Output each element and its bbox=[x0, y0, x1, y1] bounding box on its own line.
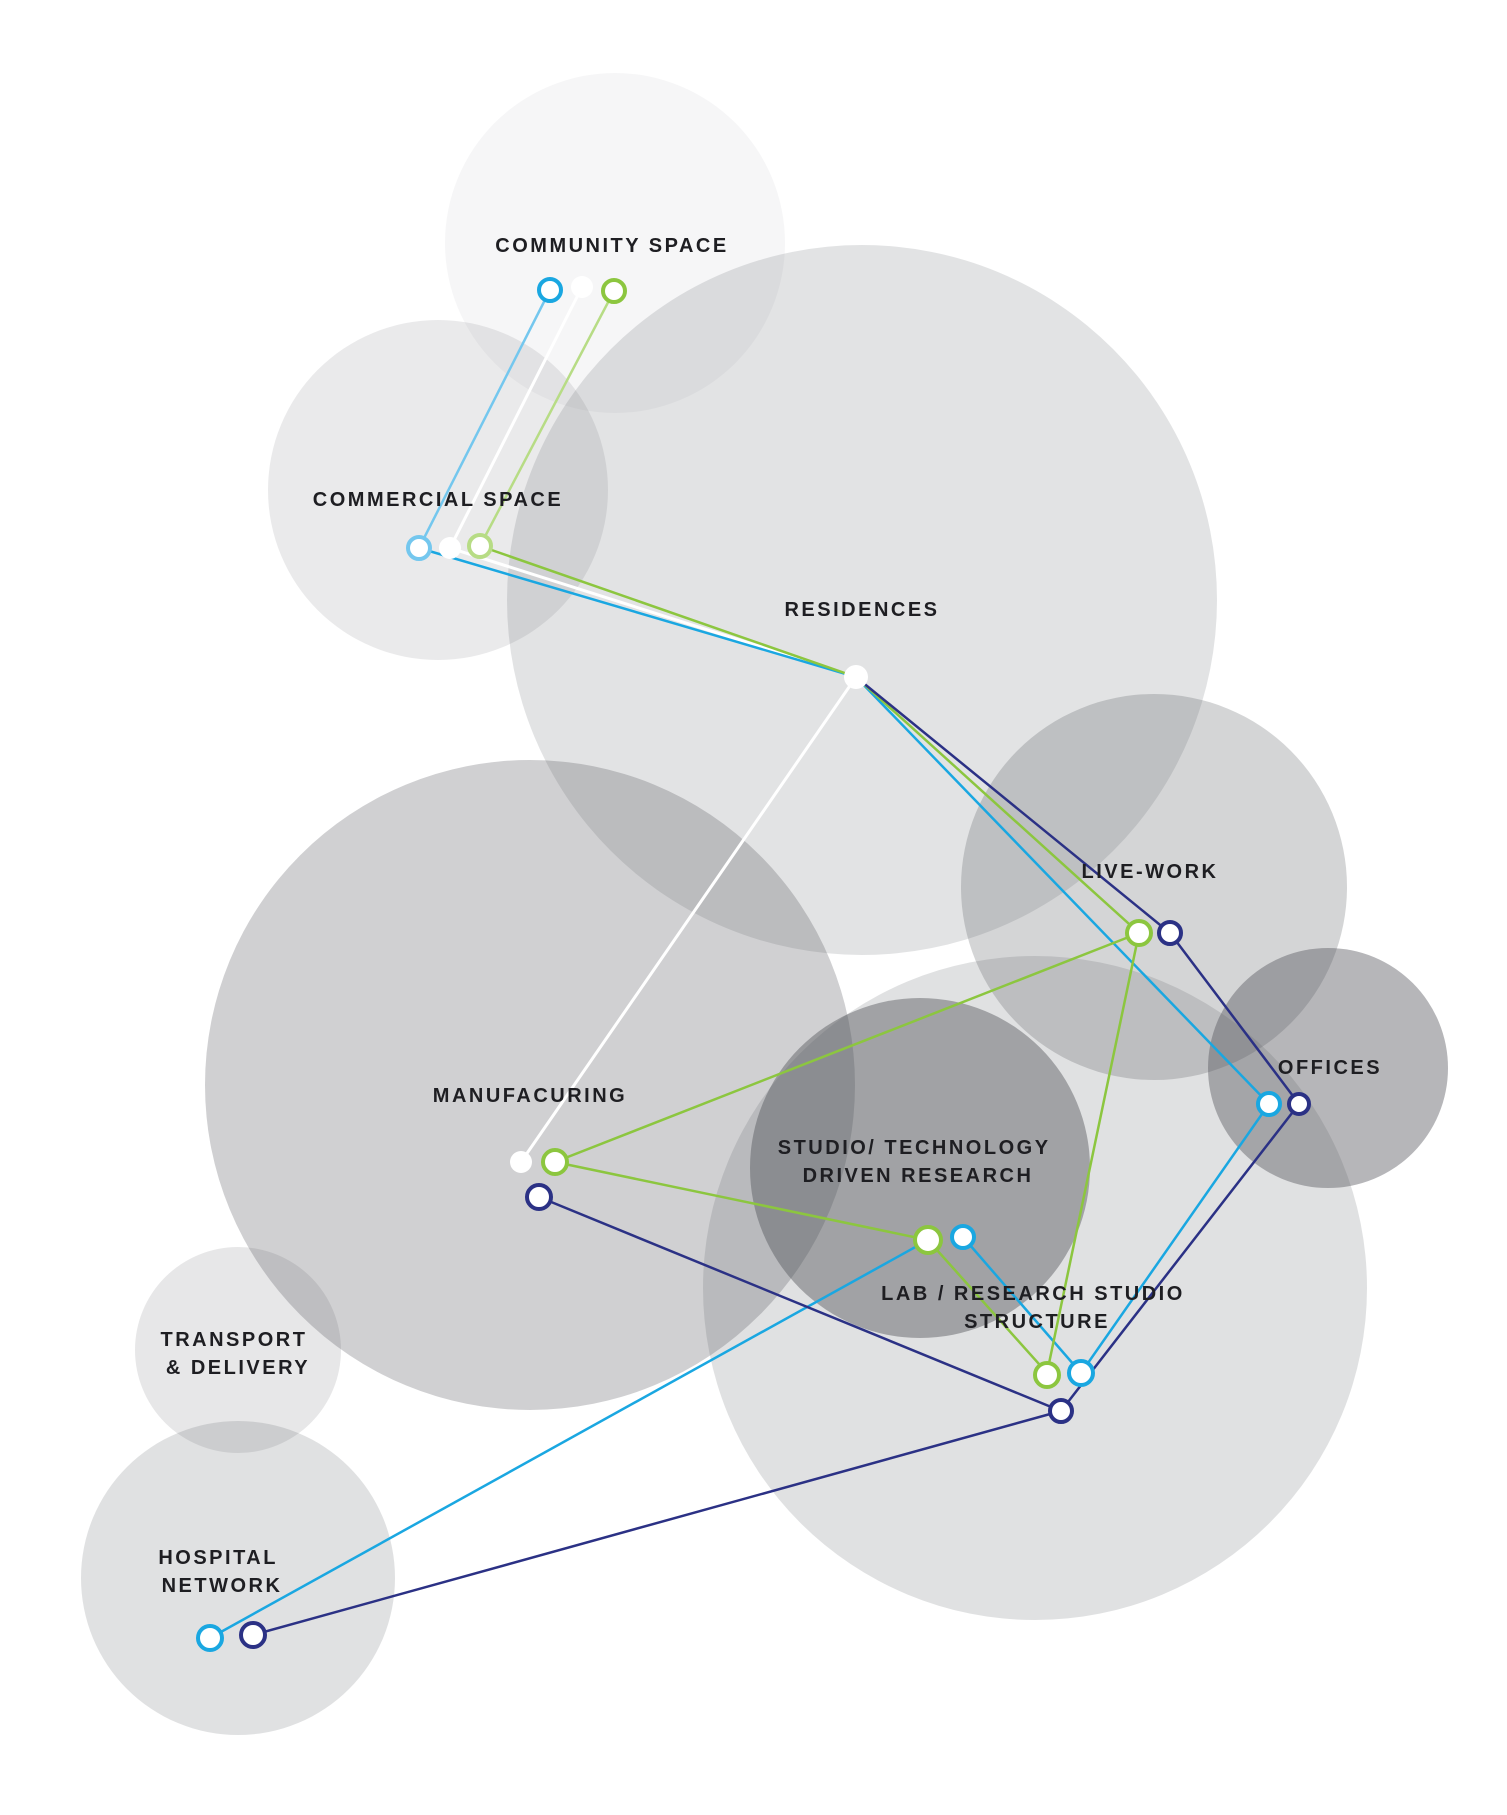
node-commercial-green bbox=[467, 533, 493, 559]
label-lab-line-2: STRUCTURE bbox=[964, 1311, 1110, 1333]
label-hospital-line-1: HOSPITAL bbox=[158, 1547, 277, 1569]
zone-residences-circle bbox=[507, 245, 1217, 955]
label-community-line-1: COMMUNITY SPACE bbox=[495, 235, 728, 257]
zone-offices-circle bbox=[1208, 948, 1448, 1188]
label-manufacturing-line-1: MANUFACURING bbox=[433, 1085, 627, 1107]
zone-circles bbox=[81, 73, 1448, 1735]
label-residences: RESIDENCES bbox=[784, 599, 939, 621]
zone-labels: COMMUNITY SPACE COMMERCIAL SPACE RESIDEN… bbox=[158, 235, 1382, 1597]
zone-hospital-circle bbox=[81, 1421, 395, 1735]
zone-transport-circle bbox=[135, 1247, 341, 1453]
label-lab-line-1: LAB / RESEARCH STUDIO bbox=[881, 1283, 1185, 1305]
node-commercial-lightblue bbox=[406, 535, 432, 561]
node-manufacturing-navy bbox=[525, 1183, 553, 1211]
label-community-space: COMMUNITY SPACE bbox=[495, 235, 728, 257]
node-livework-green bbox=[1125, 919, 1153, 947]
label-studio-line-1: STUDIO/ TECHNOLOGY bbox=[778, 1137, 1050, 1159]
label-offices: OFFICES bbox=[1278, 1057, 1382, 1079]
label-offices-line-1: OFFICES bbox=[1278, 1057, 1382, 1079]
label-live-work: LIVE-WORK bbox=[1082, 861, 1219, 883]
node-lab-navy bbox=[1048, 1398, 1074, 1424]
node-manufacturing-green bbox=[541, 1148, 569, 1176]
node-livework-navy bbox=[1157, 920, 1183, 946]
zone-lab-circle bbox=[703, 956, 1367, 1620]
label-transport-line-1: TRANSPORT bbox=[160, 1329, 307, 1351]
node-community-green bbox=[601, 278, 627, 304]
label-livework-line-1: LIVE-WORK bbox=[1082, 861, 1219, 883]
zone-studio-circle bbox=[750, 998, 1090, 1338]
node-community-white bbox=[571, 276, 593, 298]
zone-livework-circle bbox=[961, 694, 1347, 1080]
node-lab-blue bbox=[1067, 1359, 1095, 1387]
label-lab-research-studio: LAB / RESEARCH STUDIO STRUCTURE bbox=[881, 1283, 1193, 1333]
blue-path-line bbox=[418, 546, 1271, 1376]
node-lab-green bbox=[1033, 1361, 1061, 1389]
label-transport-line-2: & DELIVERY bbox=[166, 1357, 310, 1379]
node-hospital-navy bbox=[239, 1621, 267, 1649]
label-studio-technology: STUDIO/ TECHNOLOGY DRIVEN RESEARCH bbox=[778, 1137, 1058, 1187]
zone-manufacturing-circle bbox=[205, 760, 855, 1410]
node-community-blue bbox=[537, 277, 563, 303]
node-residences-white bbox=[844, 665, 868, 689]
node-offices-blue bbox=[1256, 1091, 1282, 1117]
label-hospital-network: HOSPITAL NETWORK bbox=[158, 1547, 285, 1597]
node-offices-navy bbox=[1287, 1092, 1311, 1116]
lightblue-path-line-upper bbox=[417, 289, 552, 549]
label-studio-line-2: DRIVEN RESEARCH bbox=[803, 1165, 1034, 1187]
path-nodes bbox=[196, 276, 1311, 1652]
node-commercial-white bbox=[439, 537, 461, 559]
node-studio-green bbox=[913, 1225, 943, 1255]
label-hospital-line-2: NETWORK bbox=[162, 1575, 283, 1597]
label-commercial-space: COMMERCIAL SPACE bbox=[313, 489, 563, 511]
node-hospital-blue bbox=[196, 1624, 224, 1652]
navy-hospital-line bbox=[252, 1409, 1062, 1637]
label-transport-delivery: TRANSPORT & DELIVERY bbox=[160, 1329, 315, 1379]
label-manufacturing: MANUFACURING bbox=[433, 1085, 627, 1107]
white-path-line bbox=[447, 286, 859, 1163]
node-manufacturing-white bbox=[510, 1151, 532, 1173]
node-studio-blue bbox=[950, 1224, 976, 1250]
label-residences-line-1: RESIDENCES bbox=[784, 599, 939, 621]
green-path-line-upper bbox=[478, 290, 616, 547]
label-commercial-line-1: COMMERCIAL SPACE bbox=[313, 489, 563, 511]
